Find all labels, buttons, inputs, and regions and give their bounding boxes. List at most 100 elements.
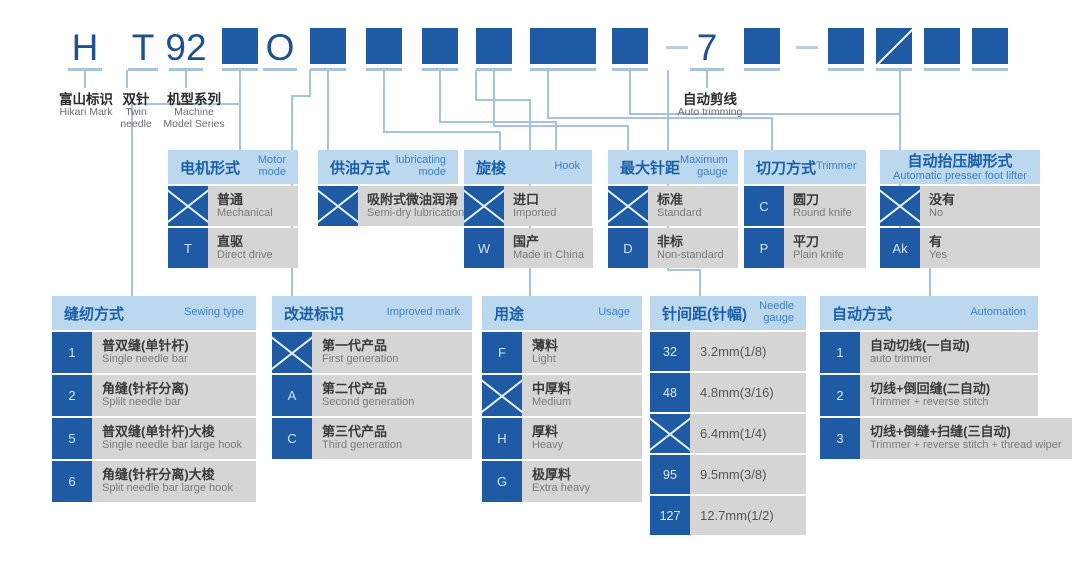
row-label-en: Light — [532, 353, 556, 366]
code-cell-D: D — [608, 228, 648, 268]
code-slot-tick — [924, 68, 960, 71]
row-label-zh: 有 — [929, 233, 943, 249]
row-label-en: Third generation — [322, 439, 403, 452]
code-slot-tick — [828, 68, 864, 71]
row-label-zh: 4.8mm(3/16) — [700, 385, 774, 400]
caption-zh: 自动剪线 — [683, 92, 737, 107]
code-cell-P: P — [744, 228, 784, 268]
row-label-zh: 6.4mm(1/4) — [700, 426, 767, 441]
code-cell-2: 2 — [52, 375, 92, 416]
panel-title-en: Needle gauge — [759, 300, 794, 324]
panel-title-en: Improved mark — [386, 306, 460, 319]
panel-row[interactable]: 6.4mm(1/4) — [650, 414, 806, 453]
row-description: 自动切线(一自动)auto trimmer — [860, 332, 1038, 373]
row-description: 角缝(针杆分离)Splilt needle bar — [92, 375, 256, 416]
code-slot-blank — [612, 28, 648, 64]
code-cell-C: C — [744, 186, 784, 226]
code-cell-1: 1 — [52, 332, 92, 373]
code-cell-x-mark — [464, 186, 504, 226]
code-slot-tick — [972, 68, 1008, 71]
row-description: 12.7mm(1/2) — [690, 496, 806, 535]
code-cell-x-mark — [272, 332, 312, 373]
panel-title-en: Usage — [598, 306, 630, 319]
row-label-zh: 薄料 — [532, 338, 559, 354]
code-slot-tick — [128, 68, 158, 71]
code-cell-C: C — [272, 418, 312, 459]
row-label-zh: 吸附式微油润滑 — [367, 191, 459, 207]
code-slot-tick — [876, 68, 912, 71]
row-label-en: Trimmer + reverse stitch + thread wiper — [870, 439, 1062, 452]
row-label-zh: 没有 — [929, 191, 956, 207]
row-label-zh: 标准 — [657, 191, 684, 207]
row-label-en: Single needle bar large hook — [102, 439, 243, 452]
code-cell-6: 6 — [52, 461, 92, 502]
code-cell-32: 32 — [650, 332, 690, 371]
panel-title-zh: 自动方式 — [832, 305, 893, 323]
code-cell-3: 3 — [820, 418, 860, 459]
code-slot-tick — [169, 68, 203, 71]
code-slot-blank — [744, 28, 780, 64]
row-description: 4.8mm(3/16) — [690, 373, 806, 412]
row-label-zh: 非标 — [657, 233, 684, 249]
row-label-zh: 国产 — [513, 233, 540, 249]
row-label-en: Imported — [513, 206, 557, 219]
row-description: 切线+倒缝+扫缝(三自动)Trimmer + reverse stitch + … — [860, 418, 1072, 459]
row-label-en: Non-standard — [657, 248, 724, 261]
code-char-O: O — [265, 27, 295, 68]
caption-en: Auto trimming — [677, 106, 743, 119]
code-cell-H: H — [482, 418, 522, 459]
code-slot-blank — [560, 28, 596, 64]
row-label-en: Direct drive — [217, 248, 273, 261]
code-cell-95: 95 — [650, 455, 690, 494]
code-slot-blank — [222, 28, 258, 64]
row-label-zh: 普双缝(单针杆) — [102, 338, 189, 354]
code-separator-dash — [666, 46, 688, 49]
row-label-zh: 进口 — [513, 191, 540, 207]
